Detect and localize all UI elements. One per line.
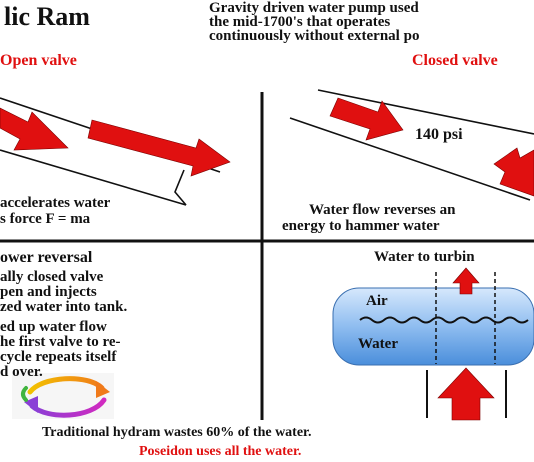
water-label: Water <box>358 336 398 352</box>
open-valve-heading: Open valve <box>0 52 77 69</box>
open-valve-arrows <box>0 107 231 177</box>
open-valve-caption-2: s force F = ma <box>0 211 91 227</box>
closed-valve-caption-1: Water flow reverses an <box>309 202 456 218</box>
reversal-line-4: ed up water flow <box>0 319 107 335</box>
page-title: lic Ram <box>4 2 90 31</box>
tank-flow-arrows <box>437 267 495 421</box>
intro-line-1: Gravity driven water pump used <box>209 0 419 16</box>
air-label: Air <box>366 293 388 309</box>
tank-heading: Water to turbin <box>374 249 475 265</box>
reversal-line-1: ally closed valve <box>0 269 104 285</box>
reversal-line-7: d over. <box>0 364 43 380</box>
reversal-line-3: zed water into tank. <box>0 299 128 315</box>
closed-valve-pipe <box>289 89 534 201</box>
reversal-heading: ower reversal <box>0 249 93 266</box>
intro-line-2: the mid-1700's that operates <box>209 14 391 30</box>
air-water-interface <box>359 316 529 324</box>
outflow-up-arrow <box>452 267 480 295</box>
reversal-line-6: cycle repeats itself <box>0 349 117 365</box>
cycle-arrows-icon <box>12 373 114 419</box>
reversal-line-2: pen and injects <box>0 284 97 300</box>
open-valve-caption-1: accelerates water <box>0 195 111 211</box>
intro-line-3: continuously without external po <box>209 28 420 44</box>
pressure-label: 140 psi <box>415 126 463 143</box>
footer-line-2: Poseidon uses all the water. <box>139 444 302 459</box>
inflow-up-arrow <box>437 367 495 421</box>
reversal-line-5: he first valve to re- <box>0 334 121 350</box>
footer-line-1: Traditional hydram wastes 60% of the wat… <box>42 425 312 440</box>
air-chamber-tank <box>332 272 534 418</box>
closed-valve-caption-2: energy to hammer water <box>282 218 440 234</box>
closed-valve-heading: Closed valve <box>412 52 498 69</box>
closed-valve-arrows <box>329 97 534 197</box>
